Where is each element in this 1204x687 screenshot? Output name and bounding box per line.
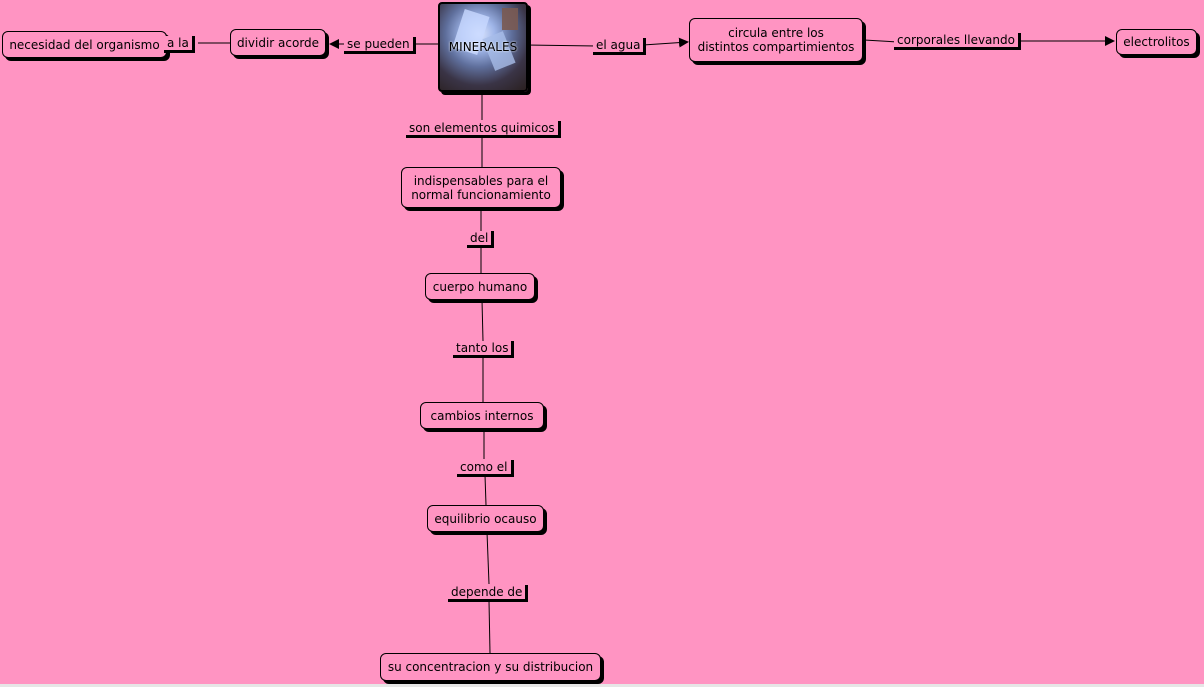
link-como-el[interactable]: como el	[457, 460, 511, 477]
link-depende-de[interactable]: depende de	[448, 585, 526, 602]
line-el-agua-circula	[642, 37, 689, 48]
link-del[interactable]: del	[467, 231, 492, 248]
link-el-agua[interactable]: el agua	[593, 38, 644, 55]
link-corporales[interactable]: corporales llevando	[894, 33, 1018, 50]
line-minerales-el-agua	[525, 44, 597, 47]
node-indispensables[interactable]: indispensables para el normal funcionami…	[401, 167, 561, 208]
line-equilibrio-depende	[486, 531, 490, 585]
node-cambios[interactable]: cambios internos	[420, 402, 544, 429]
node-dividir[interactable]: dividir acorde	[230, 29, 326, 56]
line-cuerpo-tanto	[481, 299, 484, 342]
link-a-la[interactable]: a la	[164, 36, 192, 53]
minerales-label: MINERALES	[448, 40, 518, 54]
node-concentracion[interactable]: su concentracion y su distribucion	[380, 653, 601, 681]
link-son-elementos[interactable]: son elementos quimicos	[406, 121, 558, 138]
bottom-edge-bar	[0, 684, 1204, 687]
minerales-image-node[interactable]: MINERALES	[438, 2, 528, 92]
line-circula-corporales	[863, 39, 899, 43]
link-tanto-los[interactable]: tanto los	[453, 341, 512, 358]
node-necesidad[interactable]: necesidad del organismo	[2, 31, 167, 58]
node-circula[interactable]: circula entre los distintos compartimien…	[689, 18, 863, 62]
link-se-pueden[interactable]: se pueden	[344, 37, 413, 54]
line-depende-concentracion	[488, 600, 491, 654]
line-como-equilibrio	[484, 474, 487, 506]
node-cuerpo[interactable]: cuerpo humano	[425, 273, 535, 300]
rock-shard	[502, 8, 518, 30]
node-electrolitos[interactable]: electrolitos	[1116, 29, 1197, 55]
node-equilibrio[interactable]: equilibrio ocauso	[427, 505, 544, 532]
